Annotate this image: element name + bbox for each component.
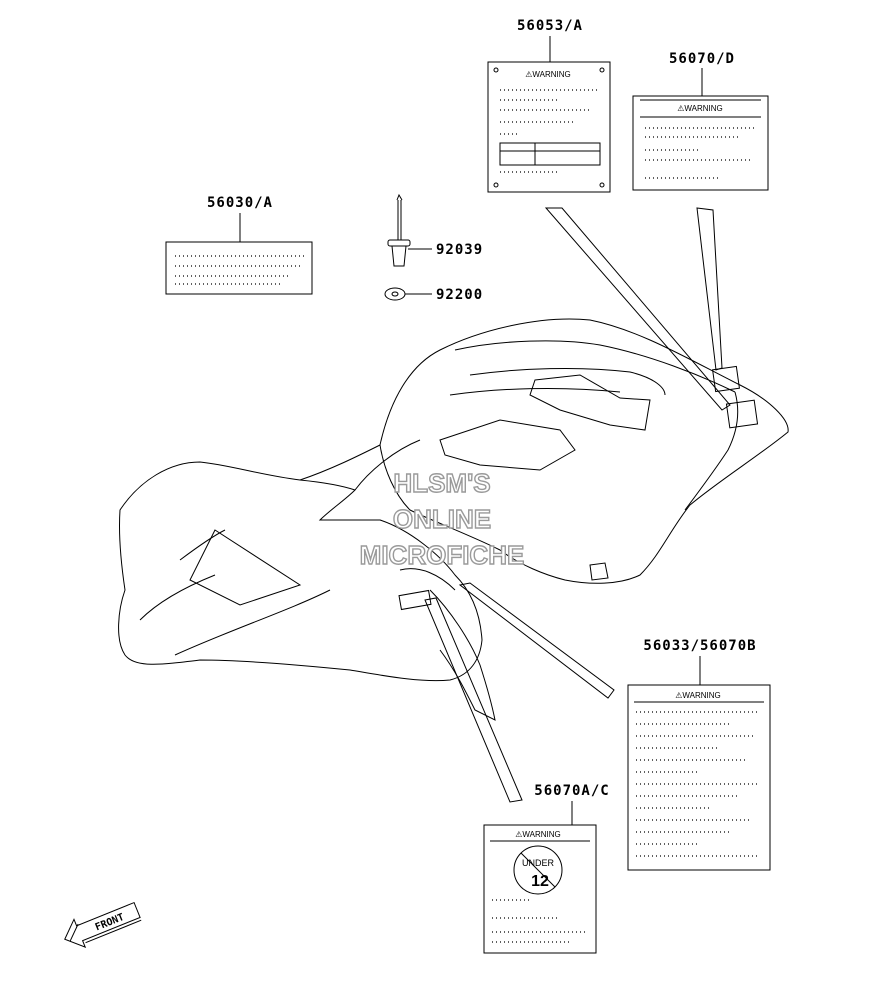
- washer-92200[interactable]: 92200: [384, 287, 483, 303]
- age-text: 12: [531, 873, 549, 890]
- decal-56053[interactable]: 56053/A ⚠WARNING: [487, 18, 611, 193]
- watermark-line1: HLSM'S: [393, 468, 490, 498]
- part-number-92039: 92039: [436, 242, 483, 258]
- part-number-92200: 92200: [436, 287, 483, 303]
- decal-56030[interactable]: 56030/A: [165, 195, 313, 295]
- part-number-56070ac: 56070A/C: [534, 783, 609, 799]
- rivet-92039[interactable]: 92039: [387, 193, 483, 267]
- decal-56070d[interactable]: 56070/D ⚠WARNING: [632, 51, 769, 191]
- under-12-badge: UNDER 12: [513, 845, 563, 895]
- warning-title-56070d: ⚠WARNING: [677, 104, 723, 113]
- part-number-56033: 56033/56070B: [643, 638, 756, 654]
- warning-title-56033: ⚠WARNING: [675, 691, 721, 700]
- decal-56033[interactable]: 56033/56070B ⚠WARNING: [627, 638, 771, 871]
- warning-title-56070ac: ⚠WARNING: [515, 830, 561, 839]
- part-number-56070d: 56070/D: [669, 51, 735, 67]
- decal-56070ac[interactable]: 56070A/C ⚠WARNING UNDER 12: [483, 783, 610, 954]
- watermark-line2: ONLINE: [393, 504, 491, 534]
- part-number-56053: 56053/A: [517, 18, 583, 34]
- watermark: HLSM'S ONLINE MICROFICHE: [359, 467, 525, 570]
- warning-title-56053: ⚠WARNING: [525, 70, 571, 79]
- fender-body: [118, 318, 789, 721]
- under-text: UNDER: [522, 858, 555, 868]
- leader-lines: [424, 207, 731, 803]
- watermark-line3: MICROFICHE: [360, 540, 525, 570]
- front-arrow: FRONT: [64, 901, 142, 949]
- part-number-56030: 56030/A: [207, 195, 273, 211]
